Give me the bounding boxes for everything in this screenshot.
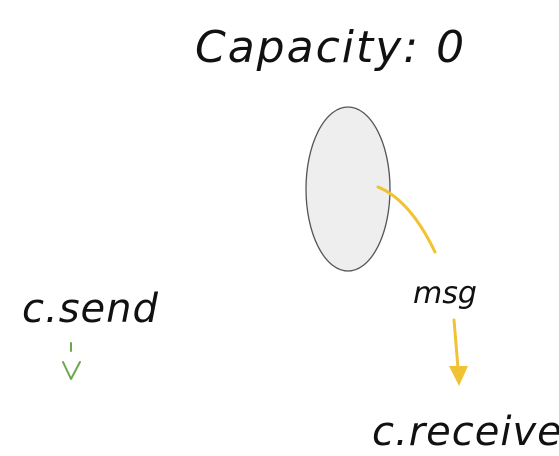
message-exit-curve bbox=[376, 185, 437, 254]
channel-ellipse bbox=[305, 106, 391, 272]
capacity-title: Capacity: 0 bbox=[195, 22, 466, 73]
message-arrow-shaft bbox=[452, 318, 460, 370]
send-label: c.send bbox=[22, 286, 159, 332]
message-arrow-head bbox=[449, 366, 468, 386]
receive-label: c.receive bbox=[372, 409, 559, 455]
message-label: msg bbox=[413, 276, 477, 311]
send-arrow-head bbox=[62, 361, 81, 380]
